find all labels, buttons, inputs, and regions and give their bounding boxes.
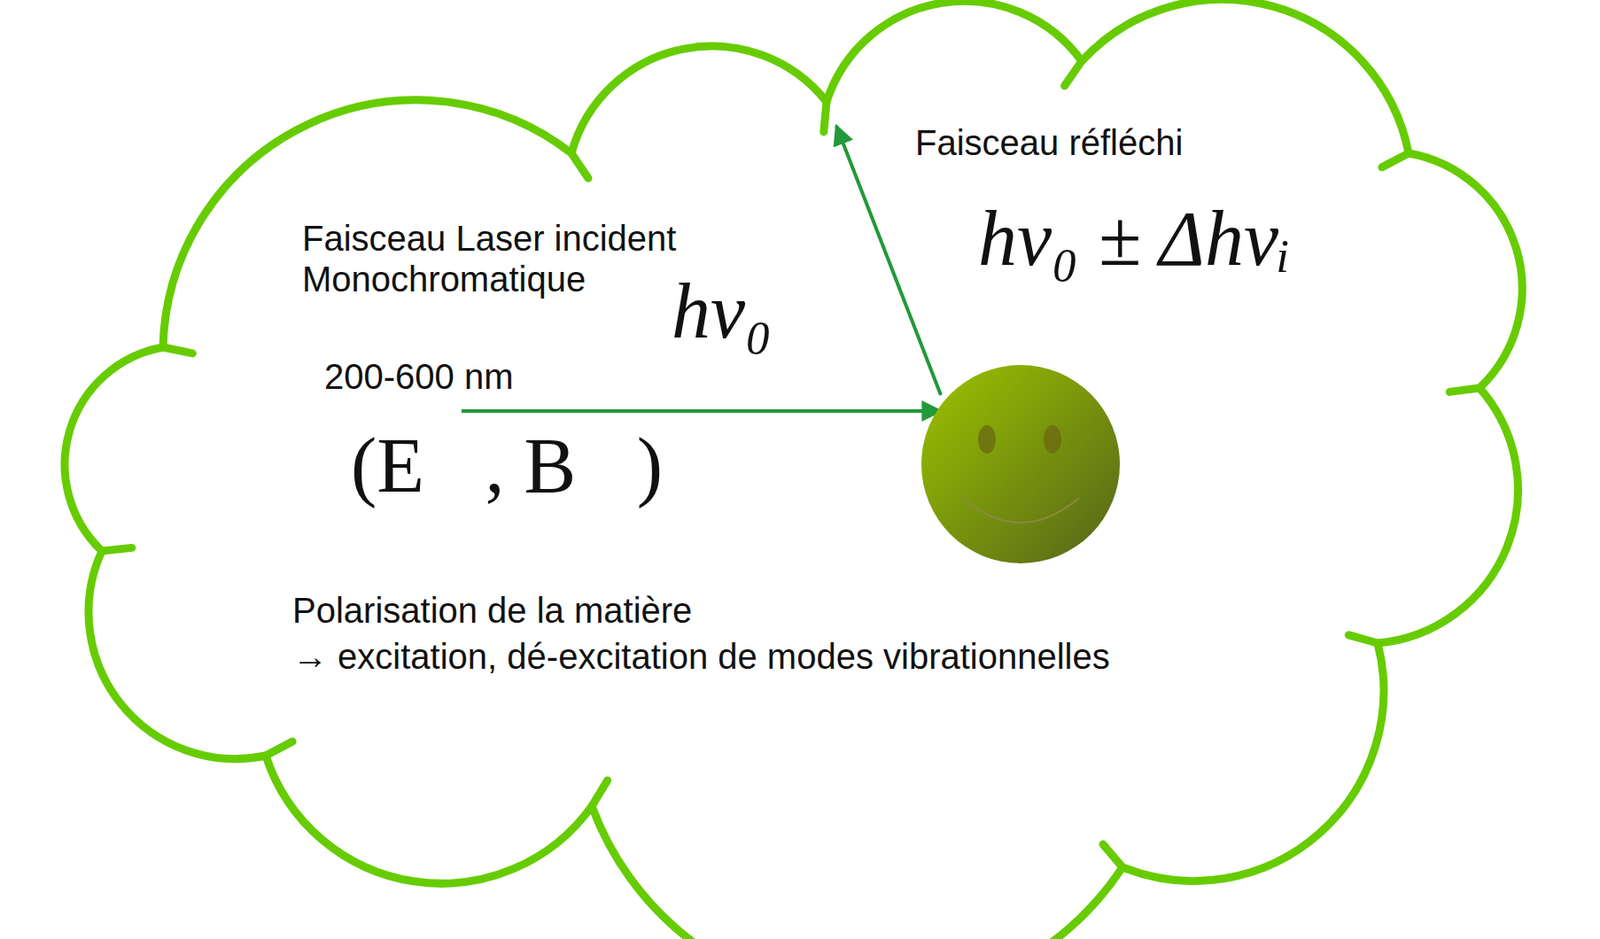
note-text: → excitation, dé-excitation de modes vib… (292, 636, 1111, 677)
scattered-energy: hν₀ ± Δhνᵢ (978, 200, 1291, 279)
reflected-beam (836, 125, 941, 396)
incident-beam (461, 409, 941, 413)
note-text: Polarisation de la matière (292, 590, 692, 631)
beam-label: Faisceau réfléchi (915, 122, 1183, 164)
smiley-molecule (921, 365, 1120, 564)
wavelength-range: 200-600 nm (324, 356, 513, 397)
field-vectors: (E⃗, B⃗) (350, 427, 663, 505)
photon-energy: hν₀ (671, 272, 773, 351)
